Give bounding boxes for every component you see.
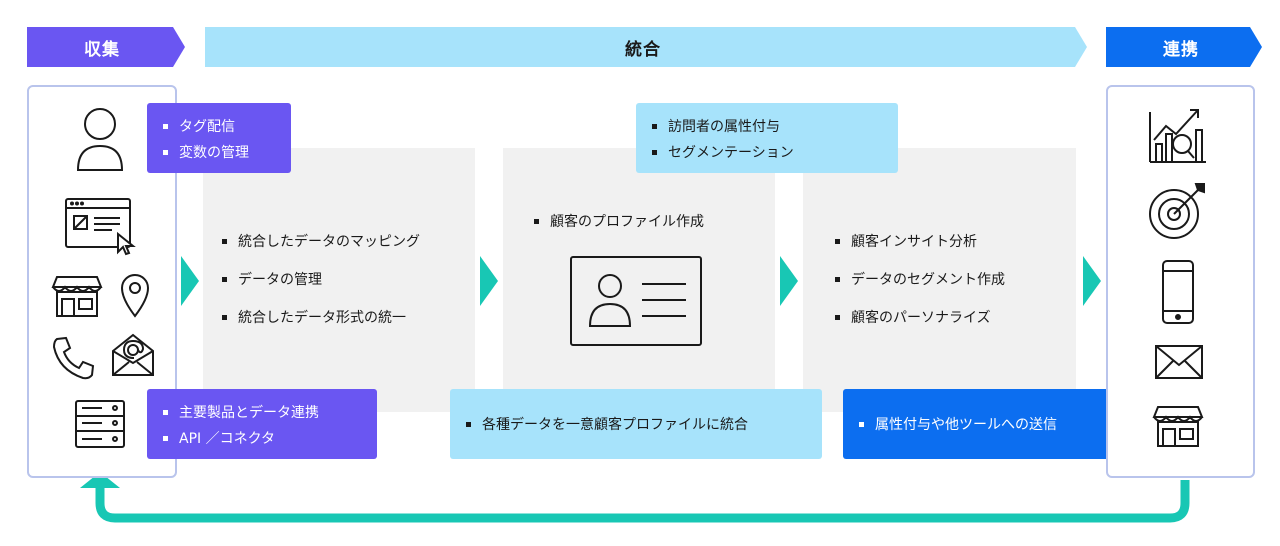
list-item: API ／コネクタ xyxy=(163,425,319,451)
server-icon xyxy=(75,400,125,448)
user-icon xyxy=(76,108,124,171)
list-item: 変数の管理 xyxy=(163,139,249,165)
header-banners xyxy=(27,27,1262,67)
send-attributes-callout: 属性付与や他ツールへの送信 xyxy=(843,389,1123,459)
flow-arrow-2 xyxy=(480,256,498,306)
profile-card-icon xyxy=(570,256,702,346)
unify-profiles-callout: 各種データを一意顧客プロファイルに統合 xyxy=(450,389,822,459)
store-icon xyxy=(51,276,103,317)
product-integration-callout: 主要製品とデータ連携 API ／コネクタ xyxy=(147,389,377,459)
analysis-list: 顧客インサイト分析 データのセグメント作成 顧客のパーソナライズ xyxy=(835,222,1005,336)
connect-title: 連携 xyxy=(1163,39,1199,60)
unify-profiles-text: 各種データを一意顧客プロファイルに統合 xyxy=(466,389,748,459)
location-pin-icon xyxy=(120,274,150,318)
list-item: 統合したデータのマッピング xyxy=(222,222,420,260)
list-item: セグメンテーション xyxy=(652,139,794,165)
integrate-title: 統合 xyxy=(625,39,661,60)
list-item: 顧客のプロファイル作成 xyxy=(534,202,704,240)
webpage-cursor-icon xyxy=(65,198,136,256)
flow-arrow-3 xyxy=(780,256,798,306)
flow-arrow-1 xyxy=(181,256,199,306)
email-icon xyxy=(112,333,154,376)
analytics-chart-icon xyxy=(1149,109,1206,163)
target-icon xyxy=(1149,183,1205,239)
smartphone-icon xyxy=(1162,260,1194,324)
list-item: 顧客インサイト分析 xyxy=(835,222,1005,260)
tag-delivery-list: タグ配信 変数の管理 xyxy=(163,113,249,165)
visitor-attributes-callout: 訪問者の属性付与 セグメンテーション xyxy=(636,103,898,173)
flow-arrow-4 xyxy=(1083,256,1101,306)
integrate-banner xyxy=(205,27,1087,67)
list-item: データの管理 xyxy=(222,260,420,298)
connect-banner xyxy=(1106,27,1262,67)
list-item: 主要製品とデータ連携 xyxy=(163,399,319,425)
profile-panel xyxy=(503,148,775,412)
mapping-list: 統合したデータのマッピング データの管理 統合したデータ形式の統一 xyxy=(222,222,420,336)
profile-list: 顧客のプロファイル作成 xyxy=(534,202,704,240)
tag-delivery-callout: タグ配信 変数の管理 xyxy=(147,103,291,173)
mail-icon xyxy=(1155,345,1203,379)
visitor-attributes-list: 訪問者の属性付与 セグメンテーション xyxy=(652,113,794,165)
product-integration-list: 主要製品とデータ連携 API ／コネクタ xyxy=(163,399,319,451)
list-item: タグ配信 xyxy=(163,113,249,139)
collect-banner xyxy=(27,27,185,67)
phone-icon xyxy=(52,336,95,380)
list-item: 統合したデータ形式の統一 xyxy=(222,298,420,336)
send-attributes-text: 属性付与や他ツールへの送信 xyxy=(859,389,1057,459)
collect-title: 収集 xyxy=(84,39,120,60)
list-item: データのセグメント作成 xyxy=(835,260,1005,298)
list-item: 顧客のパーソナライズ xyxy=(835,298,1005,336)
loop-arrowhead xyxy=(80,472,120,488)
store-icon xyxy=(1152,406,1204,447)
list-item: 訪問者の属性付与 xyxy=(652,113,794,139)
